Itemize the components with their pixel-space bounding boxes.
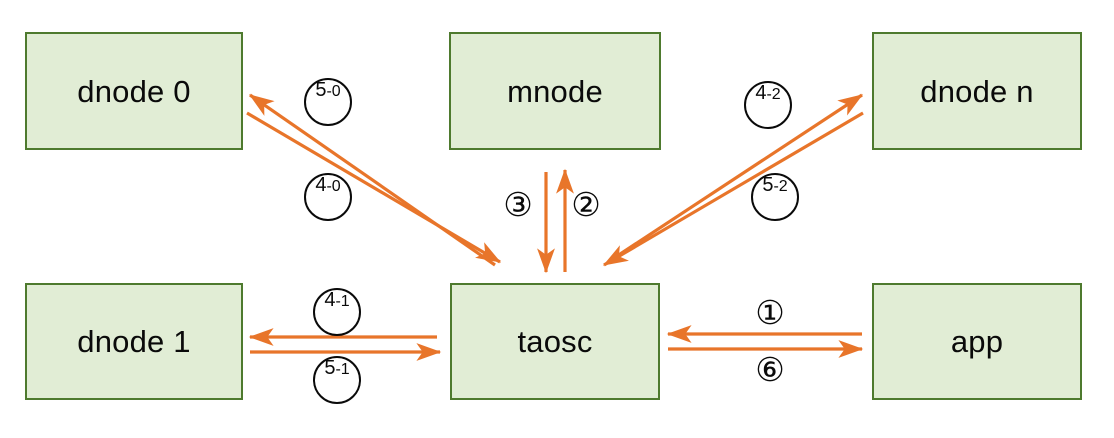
step-label-5-0-sub: -0 (326, 83, 341, 100)
node-label-dnoden: dnode n (920, 73, 1034, 109)
node-label-dnode1: dnode 1 (77, 324, 191, 359)
node-taosc[interactable]: taosc (450, 283, 660, 400)
node-label-app: app (950, 324, 1004, 359)
step-label-3: ③ (503, 185, 533, 224)
node-dnode0[interactable]: dnode 0 (25, 32, 243, 150)
step-label-5-0: 5-0 (304, 78, 352, 126)
step-label-5-1: 5-1 (313, 356, 361, 404)
step-label-4-0-main: 4 (315, 174, 327, 196)
step-label-6: ⑥ (755, 350, 785, 389)
step-label-4-1: 4-1 (313, 288, 361, 336)
node-dnoden[interactable]: dnode n (872, 32, 1082, 150)
node-label-taosc: taosc (517, 324, 593, 359)
step-label-4-2-main: 4 (755, 82, 767, 104)
node-label-dnode0: dnode 0 (77, 73, 191, 109)
step-label-5-2-main: 5 (762, 174, 774, 196)
node-dnode1[interactable]: dnode 1 (25, 283, 243, 400)
step-label-5-1-sub: -1 (335, 361, 350, 378)
arrow-taosc-to-dnoden (607, 93, 864, 264)
step-label-5-1-main: 5 (324, 357, 336, 379)
step-label-1: ① (755, 293, 785, 332)
step-label-4-0-sub: -0 (326, 178, 341, 195)
node-label-mnode: mnode (507, 73, 603, 109)
step-label-5-0-main: 5 (315, 79, 327, 101)
step-label-5-2: 5-2 (751, 173, 799, 221)
step-label-5-2-sub: -2 (773, 178, 788, 195)
step-label-4-0: 4-0 (304, 173, 352, 221)
step-label-4-2-sub: -2 (766, 86, 781, 103)
arrow-dnoden-to-taosc (602, 111, 864, 267)
arrow-dnode0-to-taosc (246, 111, 502, 264)
step-label-4-1-main: 4 (324, 289, 336, 311)
step-label-4-2: 4-2 (744, 81, 792, 129)
node-app[interactable]: app (872, 283, 1082, 400)
step-label-4-1-sub: -1 (335, 293, 350, 310)
node-mnode[interactable]: mnode (449, 32, 661, 150)
step-label-2: ② (571, 185, 601, 224)
